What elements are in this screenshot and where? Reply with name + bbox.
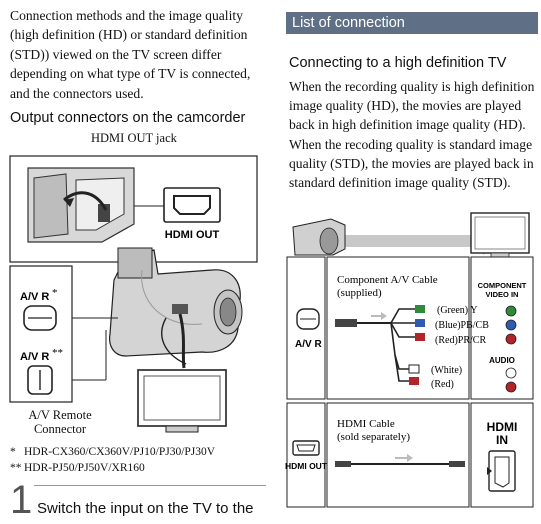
hdmi-out-label: HDMI OUT	[165, 229, 220, 241]
component-plug	[335, 319, 357, 327]
step-text: Switch the input on the TV to the	[37, 500, 254, 517]
av-remote-connector-label: A/V Remote Connector	[28, 408, 92, 436]
hdmi-cable-label-1: HDMI Cable	[337, 418, 395, 430]
hd-tv-paragraph: When the recording quality is high defin…	[289, 79, 535, 191]
component-red-label: (Red)PR/CR	[435, 335, 486, 346]
av-r-mark-1: *	[52, 287, 58, 299]
hdmi-center-cell	[326, 402, 470, 508]
plug-white	[408, 364, 420, 374]
component-cable-label-1: Component A/V Cable	[337, 274, 438, 286]
tv-stand	[165, 425, 199, 433]
plug-red-audio	[409, 377, 419, 385]
hdmi-jack-icon	[163, 187, 221, 223]
direction-arrow	[323, 227, 505, 255]
hdmi-out-jack-label: HDMI OUT jack	[91, 131, 177, 145]
pull-arrow	[63, 191, 108, 211]
av-r-label-1: A/V R	[20, 291, 49, 303]
component-cable-label-2: (supplied)	[337, 287, 382, 299]
hdmi-out-jack-icon	[292, 440, 320, 456]
hdmi-plug-left	[335, 461, 351, 467]
jack-red-audio	[505, 381, 517, 393]
plug-blue	[415, 319, 425, 327]
hdmi-plug-right	[449, 461, 465, 467]
note-2: **HDR-PJ50/PJ50V/XR160	[10, 462, 145, 474]
plug-green	[415, 305, 425, 313]
component-av-r-label: A/V R	[295, 339, 322, 350]
camcorder-lcd	[117, 247, 153, 279]
hdmi-in-label-2: IN	[496, 433, 508, 447]
hdmi-in-label-1: HDMI	[487, 420, 518, 434]
hdmi-out-small-label: HDMI OUT	[285, 461, 328, 471]
jack-white	[505, 367, 517, 379]
jack-green	[505, 305, 517, 317]
note-1: *HDR-CX360/CX360V/PJ10/PJ30/PJ30V	[10, 446, 216, 458]
hd-tv-heading: Connecting to a high definition TV	[289, 55, 507, 71]
av-r-label-2: A/V R	[20, 351, 49, 363]
plug-red	[415, 333, 425, 341]
camcorder-cable	[178, 313, 186, 369]
model-notes: *HDR-CX360/CX360V/PJ10/PJ30/PJ30V **HDR-…	[10, 444, 215, 476]
jack-red	[505, 333, 517, 345]
step-rule	[34, 485, 266, 486]
component-video-in-label-1: COMPONENT	[478, 281, 527, 290]
step-number: 1	[10, 478, 33, 522]
section-title-bar: List of connection	[286, 12, 538, 34]
camcorder-lens-cover	[33, 173, 69, 239]
output-connectors-heading: Output connectors on the camcorder	[10, 110, 246, 126]
component-right-cell	[470, 256, 534, 400]
jack-blue	[505, 319, 517, 331]
component-green-label: (Green) Y	[437, 305, 477, 316]
connection-diagram: A/V R Component A/V Cable (supplied) (Gr…	[285, 212, 534, 508]
hdmi-cable-label-2: (sold separately)	[337, 431, 410, 443]
intro-paragraph: Connection methods and the image quality…	[10, 8, 251, 101]
audio-white-label: (White)	[431, 365, 462, 376]
av-r-mark-2: **	[52, 347, 63, 359]
component-blue-label: (Blue)PB/CB	[435, 320, 489, 331]
camcorder-connectors-illustration: HDMI OUT A/V R * A/V R **	[9, 155, 258, 433]
audio-in-label: AUDIO	[489, 356, 515, 365]
camcorder-port	[172, 304, 188, 314]
audio-red-label: (Red)	[431, 379, 454, 390]
small-jack	[98, 204, 110, 222]
component-video-in-label-2: VIDEO IN	[486, 290, 519, 299]
